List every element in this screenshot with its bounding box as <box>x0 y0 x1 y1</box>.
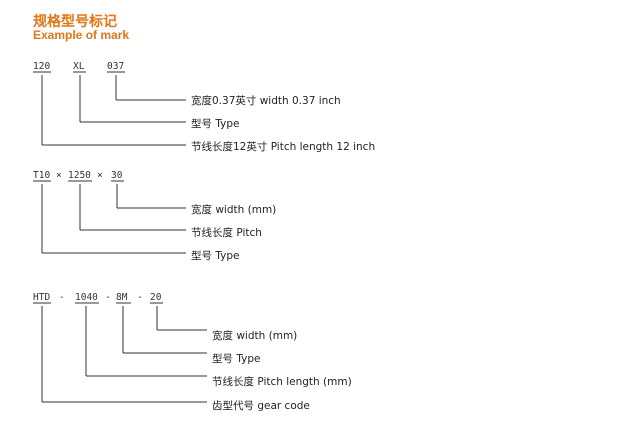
separator-3-2: - <box>105 292 111 303</box>
separator-3-1: - <box>59 292 65 303</box>
code-part-1-1: 120 <box>33 61 50 72</box>
separator-2-1: × <box>56 170 62 181</box>
label-2-width: 宽度 width (mm) <box>191 203 276 216</box>
code-part-3-2: 1040 <box>75 292 98 303</box>
label-2-type: 型号 Type <box>191 249 239 262</box>
title-chinese: 规格型号标记 <box>33 14 117 30</box>
title-english: Example of mark <box>33 28 130 42</box>
label-3-width: 宽度 width (mm) <box>212 329 297 342</box>
label-3-type: 型号 Type <box>212 352 260 365</box>
code-part-1-2: XL <box>73 61 85 72</box>
label-1-type: 型号 Type <box>191 117 239 130</box>
code-part-3-4: 20 <box>150 292 162 303</box>
example-3: HTD - 1040 - 8M - 20 宽度 width (mm) 型号 Ty… <box>33 292 352 412</box>
code-part-1-3: 037 <box>107 61 124 72</box>
label-2-pitch: 节线长度 Pitch <box>191 226 262 239</box>
label-1-pitch: 节线长度12英寸 Pitch length 12 inch <box>191 140 375 153</box>
example-1: 120 XL 037 宽度0.37英寸 width 0.37 inch 型号 T… <box>33 61 375 153</box>
label-3-gear: 齿型代号 gear code <box>212 399 310 412</box>
separator-2-2: × <box>97 170 103 181</box>
code-part-2-3: 30 <box>111 170 123 181</box>
label-3-pitch: 节线长度 Pitch length (mm) <box>212 375 352 388</box>
code-part-2-1: T10 <box>33 170 50 181</box>
code-part-3-1: HTD <box>33 292 50 303</box>
code-part-3-3: 8M <box>116 292 128 303</box>
label-1-width: 宽度0.37英寸 width 0.37 inch <box>191 94 341 107</box>
separator-3-3: - <box>137 292 143 303</box>
code-part-2-2: 1250 <box>68 170 91 181</box>
example-2: T10 × 1250 × 30 宽度 width (mm) 节线长度 Pitch… <box>33 170 276 262</box>
